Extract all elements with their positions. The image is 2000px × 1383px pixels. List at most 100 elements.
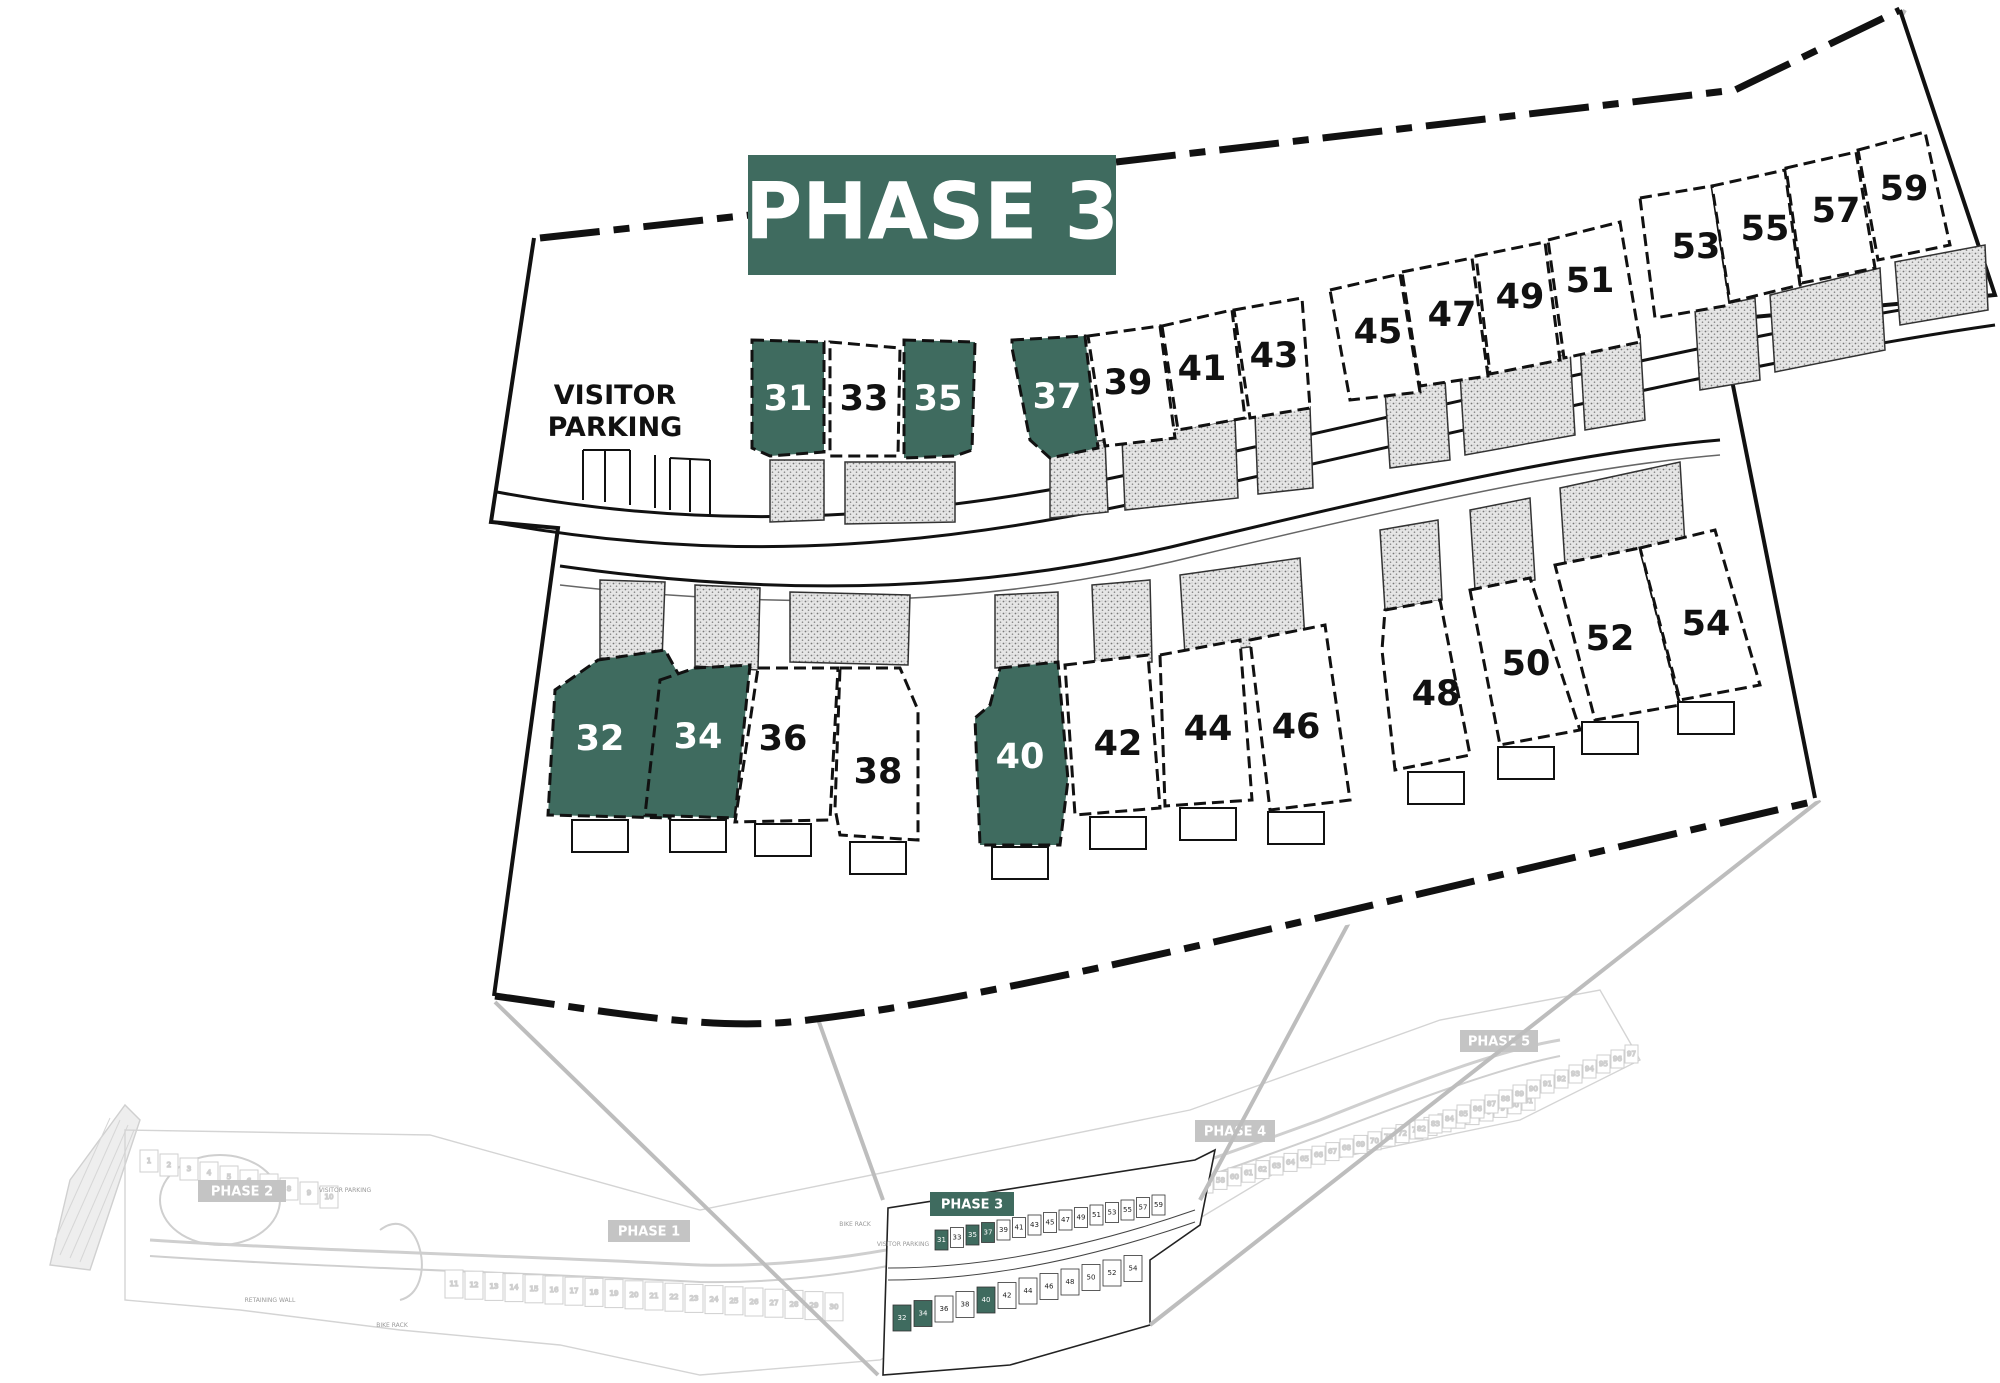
lot-55-shape[interactable]	[1710, 168, 1802, 304]
overview-p3-lot-49-shape[interactable]	[1074, 1207, 1088, 1228]
overview-p3-lot-45-shape[interactable]	[1043, 1212, 1057, 1233]
lot-42-shape[interactable]	[1063, 653, 1162, 817]
lot-31-shape[interactable]	[750, 338, 826, 458]
overview-p3-lot-43-shape[interactable]	[1027, 1214, 1042, 1236]
lot-41-shape[interactable]	[1160, 308, 1247, 432]
overview-lot-93-shape	[1568, 1064, 1583, 1084]
lot-47-label[interactable]: 47	[1428, 295, 1477, 335]
lot-51-label[interactable]: 51	[1566, 261, 1615, 301]
lot-49-label[interactable]: 49	[1496, 277, 1545, 317]
overview-p3-lot-55-shape[interactable]	[1120, 1199, 1135, 1221]
overview-p3-lot-33-shape[interactable]	[950, 1227, 964, 1248]
overview-p3-lot-32-shape[interactable]	[892, 1304, 912, 1332]
overview-p3-lot-31-shape[interactable]	[934, 1229, 949, 1251]
overview-lot-65-label: 65	[1300, 1155, 1309, 1163]
lot-48-label[interactable]: 48	[1412, 674, 1461, 714]
overview-lot-96-label: 96	[1613, 1055, 1622, 1063]
lot-50-label[interactable]: 50	[1502, 644, 1551, 684]
overview-p3-lot-36-shape[interactable]	[934, 1295, 954, 1323]
overview-p3-lot-54-shape[interactable]	[1123, 1255, 1143, 1282]
overview-p3-lot-37-shape[interactable]	[981, 1222, 995, 1243]
lot-53-shape[interactable]	[1638, 184, 1732, 320]
lot-51-shape[interactable]	[1546, 220, 1642, 360]
lot-44-shape[interactable]	[1158, 638, 1254, 808]
overview-p3-lot-50-shape[interactable]	[1081, 1264, 1101, 1291]
lot-40-shape[interactable]	[973, 660, 1070, 847]
lot-39-shape[interactable]	[1086, 324, 1177, 448]
lot-54-shape[interactable]	[1638, 528, 1762, 702]
overview-lot-88-shape	[1498, 1089, 1513, 1109]
overview-p3-lot-48-shape[interactable]	[1060, 1268, 1080, 1296]
lot-49-shape[interactable]	[1474, 240, 1562, 376]
lot-55-label[interactable]: 55	[1741, 209, 1790, 249]
lot-44-label[interactable]: 44	[1184, 709, 1233, 749]
overview-p3-lot-34-shape[interactable]	[913, 1300, 933, 1327]
phase3-detail-plan: VISITOR PARKING 31	[488, 6, 1998, 1028]
lot-47-shape[interactable]	[1400, 256, 1490, 388]
lot-59-shape[interactable]	[1856, 130, 1952, 262]
lot-43-label[interactable]: 43	[1250, 336, 1299, 376]
lot-34-shape[interactable]	[643, 663, 752, 820]
phase1-label[interactable]: PHASE 1	[618, 1225, 680, 1240]
lot-43-shape[interactable]	[1232, 296, 1312, 420]
lot-33-label[interactable]: 33	[840, 379, 889, 419]
overview-lot-25-label: 25	[730, 1297, 739, 1305]
lot-39-label[interactable]: 39	[1104, 363, 1153, 403]
phase2-label[interactable]: PHASE 2	[211, 1185, 273, 1200]
lot-59-label[interactable]: 59	[1880, 169, 1929, 209]
lot-54-label[interactable]: 54	[1682, 604, 1731, 644]
lot-38-shape[interactable]	[833, 666, 920, 842]
lot-45-label[interactable]: 45	[1354, 312, 1403, 352]
lot-46-label[interactable]: 46	[1272, 707, 1321, 747]
lot-34-label[interactable]: 34	[674, 717, 723, 757]
lot-37-label[interactable]: 37	[1033, 377, 1082, 417]
overview-lot-95-label: 95	[1599, 1060, 1608, 1068]
overview-p3-lot-44-shape[interactable]	[1018, 1277, 1038, 1305]
lot-37-shape[interactable]	[1010, 334, 1100, 460]
lot-41-label[interactable]: 41	[1178, 349, 1227, 389]
slope-hatch-area	[49, 1103, 141, 1271]
overview-lot-23-shape	[684, 1283, 704, 1313]
lot-42-label[interactable]: 42	[1094, 724, 1143, 764]
lot-46-porch	[1267, 811, 1325, 845]
lot-57-shape[interactable]	[1784, 150, 1877, 285]
overview-lot-3-shape	[179, 1157, 199, 1181]
lot-52-shape[interactable]	[1553, 546, 1682, 722]
lot-46-shape[interactable]	[1248, 623, 1352, 812]
overview-p3-lot-39-shape[interactable]	[996, 1219, 1011, 1241]
overview-lot-15-label: 15	[530, 1285, 539, 1293]
lot-57-label[interactable]: 57	[1812, 191, 1861, 231]
lot-38-label[interactable]: 38	[854, 752, 903, 792]
phase3-label[interactable]: PHASE 3	[941, 1198, 1003, 1213]
overview-p3-lot-35-shape[interactable]	[965, 1224, 980, 1246]
lot-35-label[interactable]: 35	[914, 379, 963, 419]
overview-p3-lot-52-label: 52	[1108, 1269, 1117, 1277]
lot-31-label[interactable]: 31	[764, 379, 813, 419]
lot-52-label[interactable]: 52	[1586, 619, 1635, 659]
overview-p3-lot-53-shape[interactable]	[1105, 1202, 1119, 1223]
overview-p3-lot-51-shape[interactable]	[1089, 1204, 1104, 1226]
overview-p3-lot-38-shape[interactable]	[955, 1291, 975, 1318]
lot-36-label[interactable]: 36	[759, 719, 808, 759]
overview-p3-lot-40-shape[interactable]	[976, 1286, 996, 1314]
lot-32-label[interactable]: 32	[576, 719, 625, 759]
overview-p3-lot-42-shape[interactable]	[997, 1282, 1017, 1309]
overview-p3-lot-59-shape[interactable]	[1151, 1194, 1166, 1216]
lot-44-porch	[1179, 807, 1237, 841]
lot-53-label[interactable]: 53	[1672, 227, 1721, 267]
overview-p3-lot-47-shape[interactable]	[1058, 1209, 1073, 1231]
lot-33-shape[interactable]	[828, 340, 902, 458]
lot-50-shape[interactable]	[1468, 576, 1582, 747]
overview-p3-lot-41-label: 41	[1015, 1224, 1024, 1232]
overview-lot-84-shape	[1442, 1109, 1457, 1129]
overview-p3-lot-57-shape[interactable]	[1136, 1197, 1150, 1218]
lot-45-shape[interactable]	[1328, 272, 1422, 402]
lot-48-shape[interactable]	[1380, 598, 1472, 772]
lot-36-shape[interactable]	[733, 666, 840, 824]
overview-p3-lot-44-label: 44	[1024, 1287, 1033, 1295]
lot-40-label[interactable]: 40	[996, 737, 1045, 777]
overview-p3-lot-41-shape[interactable]	[1012, 1217, 1026, 1238]
overview-p3-lot-52-shape[interactable]	[1102, 1259, 1122, 1287]
overview-p3-lot-46-shape[interactable]	[1039, 1273, 1059, 1300]
lot-35-shape[interactable]	[902, 338, 977, 460]
